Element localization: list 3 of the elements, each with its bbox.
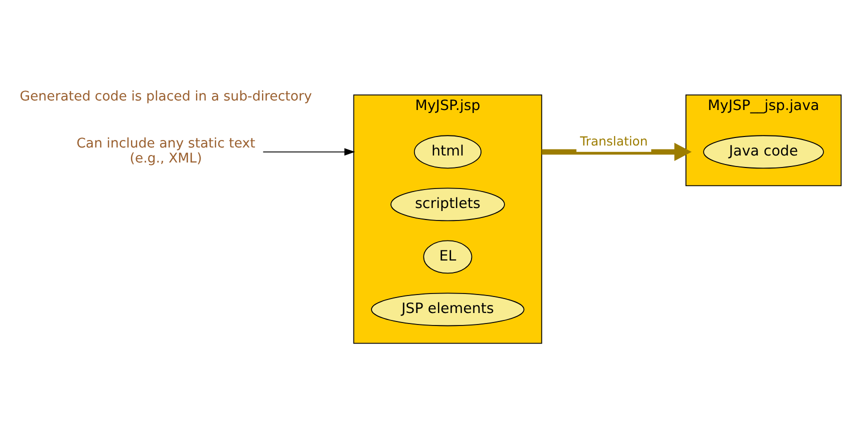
label: Generated code is placed in a sub-directory [20, 90, 312, 105]
edge-label: Translation [580, 133, 648, 148]
node-text: Can include any static text (e.g., XML) [76, 136, 256, 167]
